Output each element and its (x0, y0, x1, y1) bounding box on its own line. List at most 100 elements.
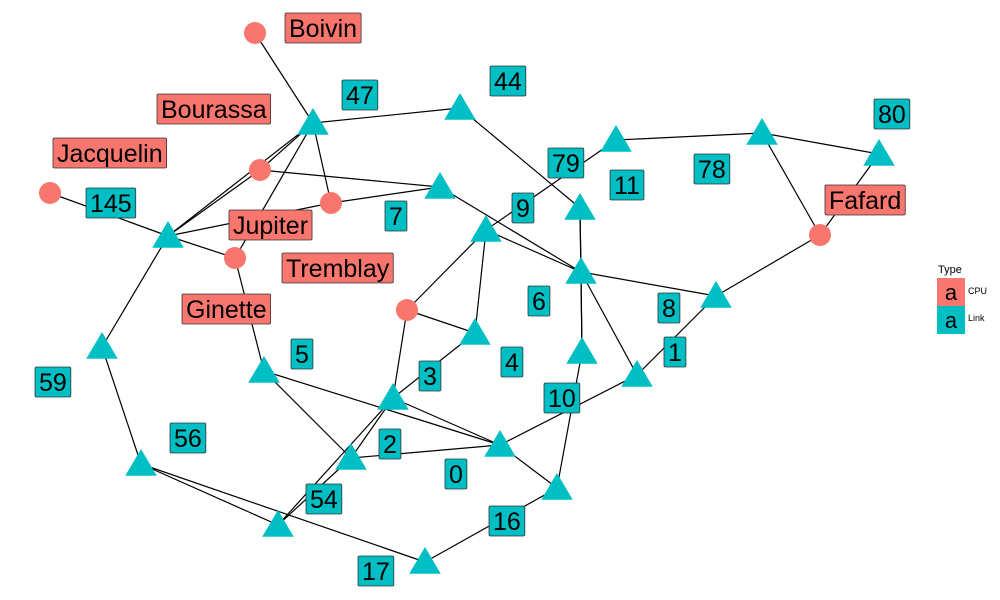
node-label-box (657, 292, 681, 324)
node-label-fafard: Fafard (824, 184, 906, 216)
edge-n47-n145 (167, 122, 314, 237)
node-label-jupiter: Jupiter (228, 209, 313, 241)
edge-n47-n44 (312, 107, 461, 124)
edge-n78-fafard (761, 132, 821, 236)
edge-layer (49, 32, 880, 563)
node-n0 (484, 430, 516, 457)
legend-key-link (937, 306, 965, 334)
node-label-box (488, 505, 526, 537)
node-label-n6: 6 (527, 285, 551, 317)
node-tremblay (396, 299, 418, 321)
node-n59 (86, 332, 118, 359)
node-n56 (125, 449, 157, 476)
node-label-text: 8 (662, 295, 676, 323)
edge-n9-n4 (474, 229, 487, 334)
node-label-box (181, 293, 272, 325)
node-label-n47: 47 (341, 79, 379, 111)
edge-bourassa-n145 (167, 169, 261, 237)
node-label-n8: 8 (657, 292, 681, 324)
node-label-text: Boivin (289, 15, 357, 43)
legend-item-label: CPU (968, 286, 987, 296)
node-n44 (444, 93, 476, 120)
edge-tremblay-n4 (406, 309, 476, 334)
node-label-text: 5 (295, 341, 309, 369)
node-label-n4: 4 (500, 346, 524, 378)
node-label-text: 2 (383, 431, 397, 459)
node-n78 (746, 118, 778, 145)
node-label-n145: 145 (85, 187, 137, 219)
node-label-box (341, 79, 379, 111)
node-label-box (489, 65, 527, 97)
edge-tremblay-n9 (406, 229, 487, 311)
edge-n6-n8 (580, 271, 717, 297)
edge-n9-n79 (485, 139, 617, 231)
node-label-text: 17 (362, 558, 390, 586)
node-fafard (809, 224, 831, 246)
node-label-text: Jupiter (233, 212, 308, 240)
node-ginette (224, 247, 246, 269)
node-label-box (693, 153, 731, 185)
node-label-n59: 59 (34, 366, 72, 398)
edge-n56-n17 (140, 463, 426, 563)
node-label-text: 11 (614, 172, 640, 200)
node-label-n10: 10 (543, 382, 581, 414)
node-n5 (248, 356, 280, 383)
node-label-jacquelin: Jacquelin (52, 137, 168, 169)
node-label-box (378, 428, 402, 460)
edge-bourassa-n7 (259, 169, 441, 188)
node-label-text: Bourassa (161, 96, 267, 124)
node-label-box (357, 555, 395, 587)
edge-n2-n0 (350, 444, 501, 459)
node-label-box (500, 346, 524, 378)
edge-n7-n6 (439, 186, 582, 273)
node-label-box (281, 252, 394, 284)
edge-n44-n11 (459, 107, 581, 209)
edge-n54-n56 (140, 463, 279, 526)
legend-item-link: a Link (937, 306, 985, 334)
legend-item-cpu: a CPU (937, 278, 987, 306)
node-n54 (262, 510, 294, 537)
node-label-n0: 0 (444, 458, 468, 490)
edge-n79-n78 (615, 132, 763, 141)
node-label-text: 80 (878, 101, 906, 129)
node-n11 (564, 193, 596, 220)
node-label-n56: 56 (169, 422, 207, 454)
node-label-box (284, 12, 362, 44)
node-label-box (169, 422, 207, 454)
node-label-box (543, 382, 581, 414)
node-label-text: 56 (174, 425, 202, 453)
node-n80 (863, 139, 895, 166)
node-label-box (527, 285, 551, 317)
legend: Type a CPU a Link (937, 264, 987, 334)
node-n47 (297, 108, 329, 135)
node-label-boivin: Boivin (284, 12, 362, 44)
node-label-text: Ginette (186, 296, 267, 324)
node-n17 (409, 547, 441, 574)
node-label-text: 6 (532, 288, 546, 316)
node-label-n79: 79 (547, 147, 585, 179)
edge-n78-n80 (761, 132, 880, 155)
edge-ginette-n145 (167, 235, 236, 259)
node-n7 (424, 172, 456, 199)
legend-item-label: Link (968, 313, 985, 323)
node-n10 (566, 337, 598, 364)
node-label-n80: 80 (873, 98, 911, 130)
node-n1 (621, 360, 653, 387)
node-label-text: 1 (668, 339, 682, 367)
node-label-n7: 7 (384, 200, 408, 232)
edge-n10-n16 (556, 351, 583, 489)
node-label-text: 0 (449, 461, 463, 489)
node-label-box (418, 360, 442, 392)
node-label-text: 16 (493, 508, 521, 536)
node-label-text: 4 (505, 349, 519, 377)
node-label-box (52, 137, 168, 169)
node-label-text: 54 (310, 486, 338, 514)
node-label-box (384, 200, 408, 232)
edge-n5-n2 (263, 370, 352, 459)
node-bourassa (249, 159, 271, 181)
node-label-tremblay: Tremblay (281, 252, 394, 284)
node-label-n17: 17 (357, 555, 395, 587)
edge-n3-n54 (277, 397, 394, 526)
node-n16 (541, 473, 573, 500)
